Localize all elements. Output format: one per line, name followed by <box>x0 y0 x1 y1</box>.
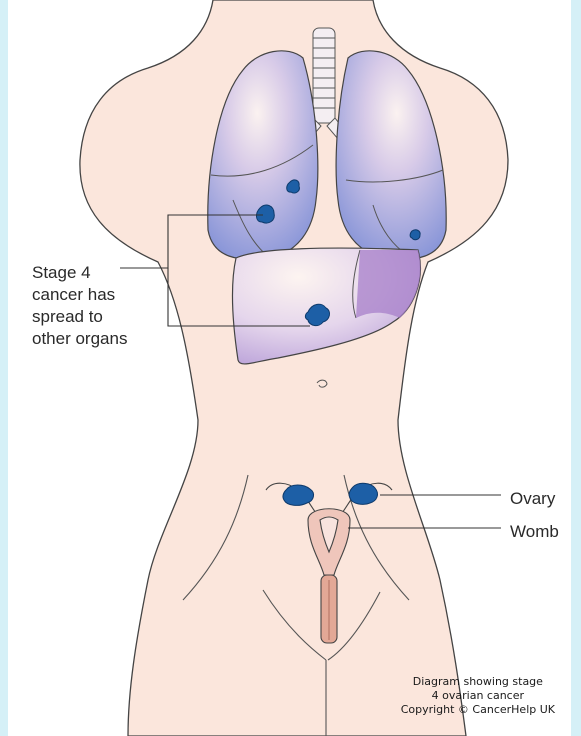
diagram-panel: Stage 4 cancer has spread to other organ… <box>8 0 571 736</box>
caption-line-2: 4 ovarian cancer <box>401 689 555 703</box>
diagram-caption: Diagram showing stage 4 ovarian cancer C… <box>401 675 555 717</box>
body-diagram <box>8 0 571 736</box>
ovary-label: Ovary <box>510 488 555 510</box>
copyright-text: Copyright © CancerHelp UK <box>401 703 555 717</box>
womb-label: Womb <box>510 521 559 543</box>
caption-line-1: Diagram showing stage <box>401 675 555 689</box>
stage-4-label: Stage 4 cancer has spread to other organ… <box>32 262 182 350</box>
